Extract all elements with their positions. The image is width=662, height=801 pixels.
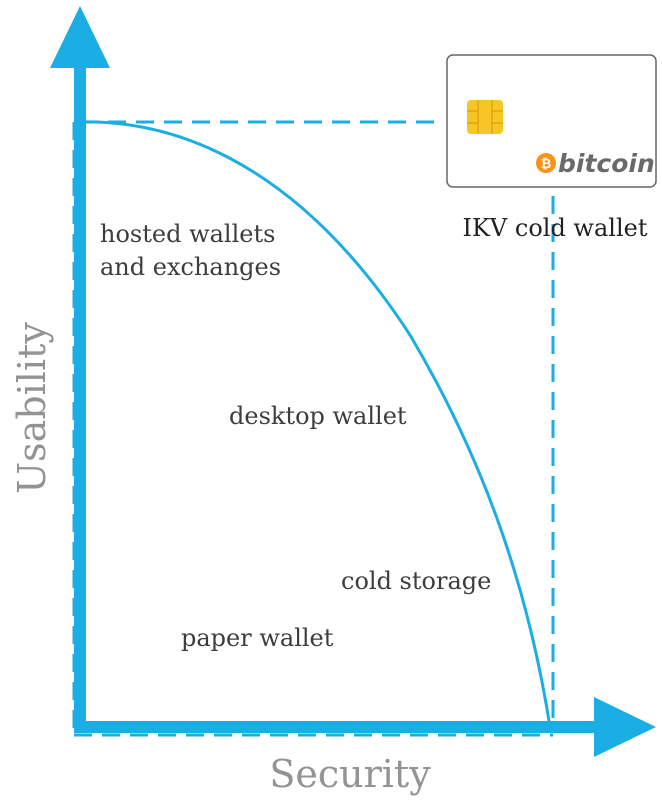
chip-icon	[467, 100, 503, 134]
card-caption: IKV cold wallet	[463, 214, 648, 242]
x-axis-arrowhead	[594, 697, 656, 757]
card-body	[446, 54, 657, 188]
x-axis-title: Security	[269, 752, 431, 796]
label-desktop-wallet: desktop wallet	[229, 402, 407, 430]
bitcoin-coin-icon	[536, 153, 556, 173]
bitcoin-logo: ₿ bitcoin	[536, 149, 655, 178]
label-hosted-wallets: hosted wallets	[100, 220, 275, 248]
y-axis-arrowhead	[50, 6, 110, 68]
bitcoin-brand-text: bitcoin	[558, 149, 655, 178]
tradeoff-curve	[79, 120, 552, 728]
label-paper-wallet: paper wallet	[181, 624, 334, 652]
y-axis	[50, 6, 110, 730]
label-cold-storage: cold storage	[341, 567, 491, 595]
dashed-frontier-box	[72, 120, 555, 737]
x-axis	[74, 697, 656, 757]
svg-text:₿: ₿	[541, 157, 552, 172]
y-axis-title: Usability	[10, 322, 54, 494]
cold-wallet-card: ₿ bitcoin	[446, 54, 657, 188]
label-and-exchanges: and exchanges	[100, 253, 281, 281]
